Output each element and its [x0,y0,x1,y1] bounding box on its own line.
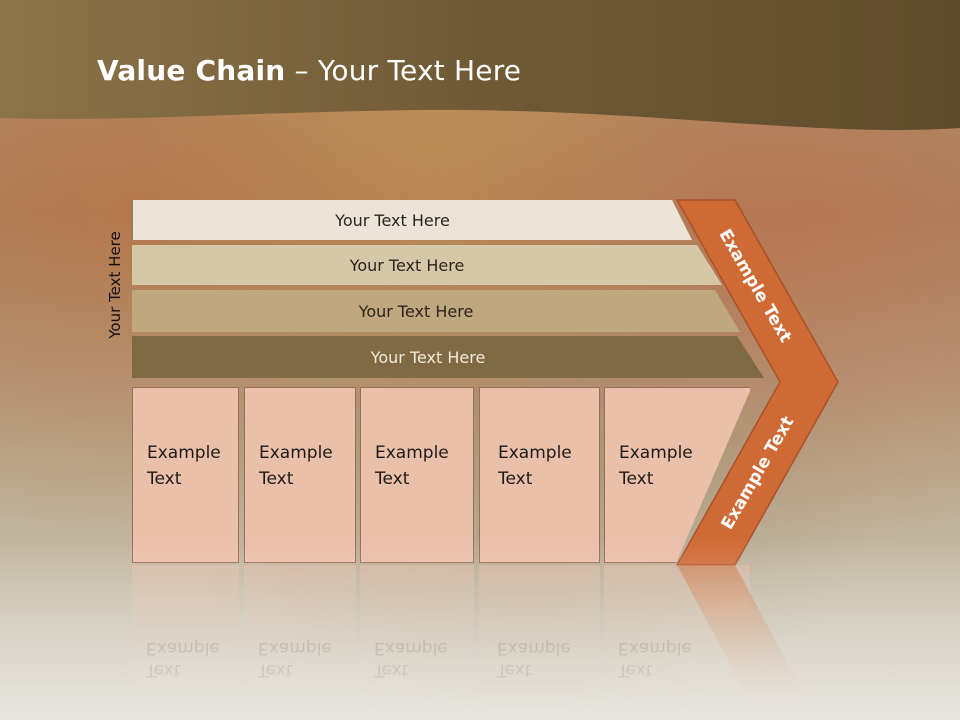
bar-1-label: Your Text Here [335,210,450,230]
bar-4: Your Text Here [132,336,764,378]
column-5-line2: Text [619,469,654,489]
bar-2-label: Your Text Here [349,255,465,275]
column-5-line1: Example [619,443,693,463]
column-2-line2: Text [259,469,294,489]
bar-1: Your Text Here [132,200,692,240]
bar-4-label: Your Text Here [370,347,486,367]
column-1-line2: Text [147,469,182,489]
column-4-line2: Text [498,469,533,489]
bar-3-label: Your Text Here [358,301,474,321]
header-band [0,0,960,131]
column-3-line2: Text [375,469,410,489]
column-3-line1: Example [375,443,449,463]
column-2-line1: Example [259,443,333,463]
title-bold: Value Chain [97,54,286,87]
bar-3: Your Text Here [132,290,740,332]
column-1-line1: Example [147,443,221,463]
background-fog [0,540,960,720]
title-rest: – Your Text Here [285,54,522,87]
slide-title: Value Chain – Your Text Here [97,54,521,87]
column-4-line1: Example [498,443,572,463]
bar-2: Your Text Here [132,245,722,285]
